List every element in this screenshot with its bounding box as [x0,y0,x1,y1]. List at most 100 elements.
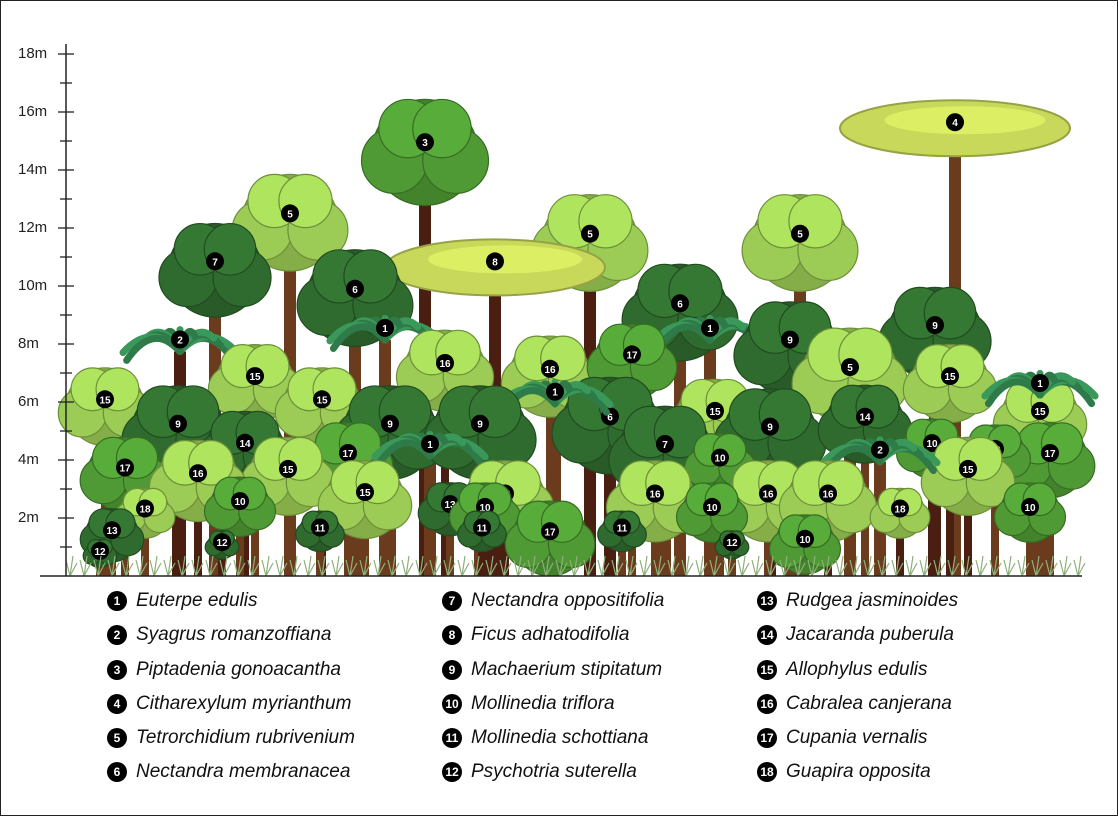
understory-grass [1060,556,1071,576]
y-tick-label: 16m [18,103,58,120]
legend-item: 2 Syagrus romanzoffiana [107,624,331,646]
tree-number-label: 18 [139,505,151,516]
tree-number-label: 12 [726,538,738,549]
tree-number-label: 18 [894,505,906,516]
tree-number-label: 16 [822,490,834,501]
tree-number-label: 16 [649,490,661,501]
legend-item: 13 Rudgea jasminoides [757,590,958,612]
tree-number-label: 2 [877,446,883,457]
legend-item: 4Citharexylum myrianthum [107,693,351,715]
tree-number-label: 16 [192,469,204,480]
tree-species-8: 8 [385,239,605,295]
tree-number-label: 17 [544,527,556,538]
legend-species-name: Mollinedia triflora [471,693,615,715]
understory-grass [1074,556,1085,576]
tree-number-label: 1 [707,324,713,335]
y-tick-label: 2m [18,509,58,526]
tree-number-label: 5 [287,209,293,220]
tree-number-label: 15 [359,488,371,499]
y-tick-label: 14m [18,161,58,178]
understory-grass [752,556,763,576]
legend-species-name: Euterpe edulis [136,590,257,612]
legend-species-name: Allophylus edulis [786,659,928,681]
tree-number-label: 10 [1024,503,1036,514]
legend-number-badge: 8 [442,625,462,645]
understory-grass [906,556,917,576]
tree-species-11: 11 [296,511,345,552]
tree-number-label: 11 [315,524,326,535]
legend-species-name: Psychotria suterella [471,761,637,783]
legend-species-name: Nectandra membranacea [136,761,350,783]
y-tick-label: 10m [18,277,58,294]
legend-number-badge: 2 [107,625,127,645]
legend-species-name: Jacaranda puberula [786,624,954,646]
understory-grass [976,556,987,576]
legend-species-name: Rudgea jasminoides [786,590,958,612]
legend-number-badge: 3 [107,660,127,680]
tree-number-label: 15 [1034,407,1046,418]
y-tick-label: 6m [18,393,58,410]
tree-number-label: 4 [952,118,958,129]
legend-species-name: Citharexylum myrianthum [136,693,351,715]
legend-species-name: Mollinedia schottiana [471,727,648,749]
legend-number-badge: 17 [757,728,777,748]
understory-grass [304,556,315,576]
legend-item: 10 Mollinedia triflora [442,693,615,715]
legend-item: 3Piptadenia gonoacantha [107,659,341,681]
legend-number-badge: 1 [107,591,127,611]
legend-item: 9Machaerium stipitatum [442,659,662,681]
understory-grass [66,556,77,576]
y-tick-label: 18m [18,45,58,62]
legend-item: 11 Mollinedia schottiana [442,727,648,749]
legend-item: 18Guapira opposita [757,761,931,783]
legend-number-badge: 18 [757,762,777,782]
y-tick-label: 8m [18,335,58,352]
tree-number-label: 17 [626,350,638,361]
legend-number-badge: 9 [442,660,462,680]
tree-number-label: 15 [316,395,328,406]
legend-item: 8 Ficus adhatodifolia [442,624,629,646]
understory-grass [1004,556,1015,576]
tree-number-label: 6 [352,285,358,296]
y-tick-label: 4m [18,451,58,468]
tree-number-label: 14 [239,439,251,450]
tree-number-label: 11 [617,524,628,535]
legend-item: 14Jacaranda puberula [757,624,954,646]
tree-number-label: 1 [382,324,388,335]
tree-number-label: 5 [587,230,593,241]
tree-number-label: 12 [216,538,228,549]
understory-grass [458,556,469,576]
tree-number-label: 10 [714,454,726,465]
tree-number-label: 16 [544,365,556,376]
tree-number-label: 9 [787,336,793,347]
tree-number-label: 15 [944,372,956,383]
tree-number-label: 17 [1044,449,1056,460]
tree-species-5: 5 [742,195,858,292]
legend-number-badge: 7 [442,591,462,611]
tree-number-label: 6 [677,299,683,310]
tree-number-label: 16 [439,359,451,370]
legend-species-name: Syagrus romanzoffiana [136,624,331,646]
legend-species-name: Ficus adhatodifolia [471,624,629,646]
legend-number-badge: 10 [442,694,462,714]
legend-item: 6Nectandra membranacea [107,761,350,783]
legend-number-badge: 12 [442,762,462,782]
tree-number-label: 14 [859,413,871,424]
legend-number-badge: 16 [757,694,777,714]
legend-number-badge: 13 [757,591,777,611]
tree-number-label: 9 [175,420,181,431]
legend-number-badge: 11 [442,728,462,748]
tree-number-label: 10 [706,503,718,514]
legend-species-name: Cabralea canjerana [786,693,952,715]
tree-species-3: 3 [362,99,489,205]
tree-number-label: 9 [477,420,483,431]
tree-crown-highlight [885,106,1046,134]
tree-number-label: 9 [932,321,938,332]
tree-number-label: 15 [99,395,111,406]
understory-grass [738,556,749,576]
tree-number-label: 1 [427,440,433,451]
tree-number-label: 15 [962,465,974,476]
tree-species-4: 4 [840,100,1070,156]
legend-species-name: Tetrorchidium rubrivenium [136,727,355,749]
legend-item: 16 Cabralea canjerana [757,693,952,715]
